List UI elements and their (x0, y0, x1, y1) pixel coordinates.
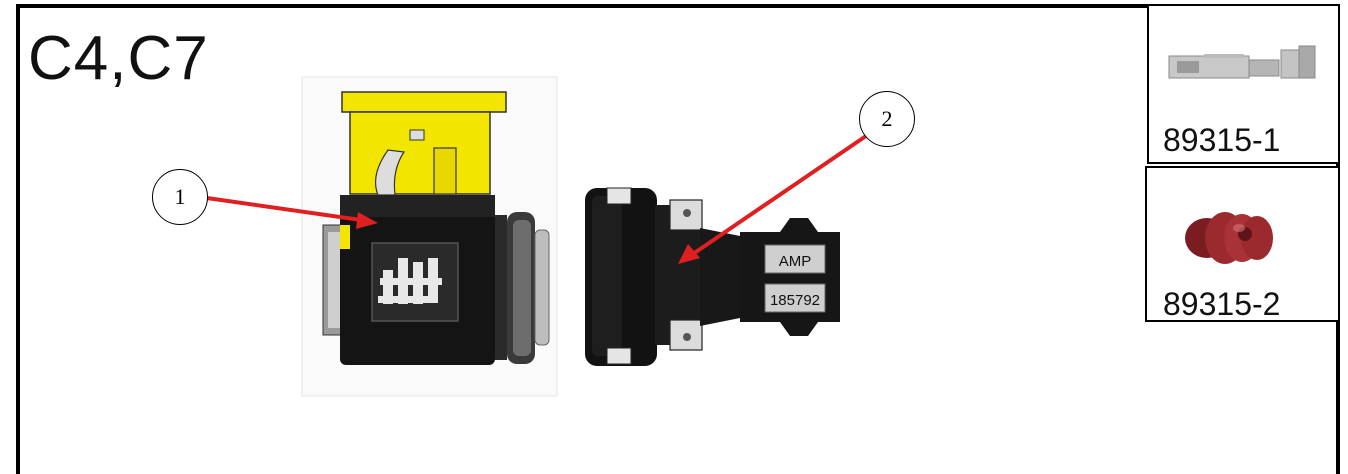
part-number-89315-2: 89315-2 (1163, 288, 1280, 320)
part-box-89315-1: 89315-1 (1147, 6, 1340, 164)
part-code-label: 185792 (770, 292, 820, 309)
connector-2-image: AMP 185792 (585, 188, 840, 366)
connector-1-latch-cap (342, 92, 506, 112)
seal-plug-icon (1147, 168, 1337, 278)
callout-1: 1 (152, 169, 208, 225)
connector-1-latch-body (350, 112, 490, 194)
part-number-89315-1: 89315-1 (1163, 124, 1280, 156)
connector-1-image (302, 77, 557, 396)
part-box-89315-2: 89315-2 (1145, 166, 1340, 322)
amp-label: AMP (779, 253, 812, 270)
callout-2: 2 (859, 91, 915, 147)
terminal-pin-icon (1149, 6, 1339, 116)
